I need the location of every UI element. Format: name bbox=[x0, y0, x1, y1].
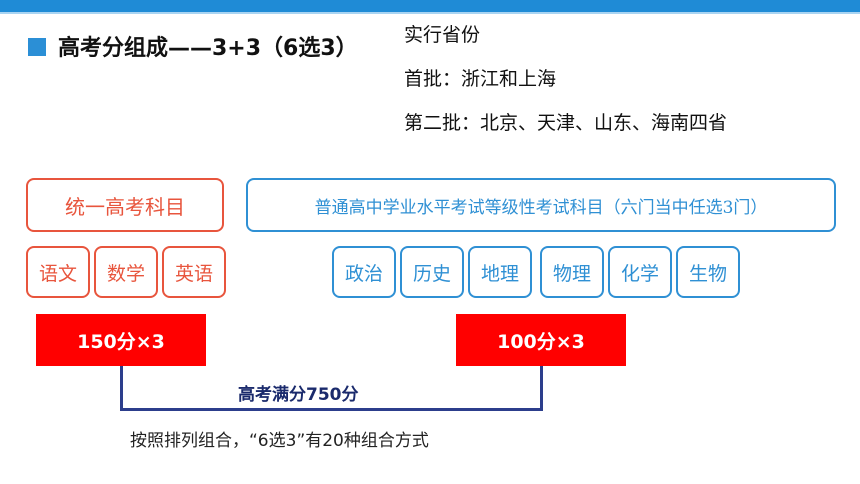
total-score-label: 高考满分750分 bbox=[238, 385, 359, 405]
connector-left bbox=[120, 366, 123, 411]
elective-exam-box: 普通高中学业水平考试等级性考试科目（六门当中任选3门） bbox=[246, 178, 836, 232]
subject-label: 英语 bbox=[174, 262, 213, 285]
elective-exam-label: 普通高中学业水平考试等级性考试科目（六门当中任选3门） bbox=[314, 197, 768, 218]
subject-label: 语文 bbox=[38, 262, 77, 285]
subject-box-history: 历史 bbox=[400, 246, 464, 298]
subject-box-math: 数学 bbox=[94, 246, 158, 298]
connector-bottom bbox=[120, 408, 543, 411]
subject-box-biology: 生物 bbox=[676, 246, 740, 298]
subject-label: 生物 bbox=[688, 262, 727, 285]
subject-box-chinese: 语文 bbox=[26, 246, 90, 298]
subject-box-physics: 物理 bbox=[540, 246, 604, 298]
combination-note: 按照排列组合，“6选3”有20种组合方式 bbox=[130, 431, 429, 451]
info-line-second-batch: 第二批：北京、天津、山东、海南四省 bbox=[404, 112, 728, 134]
subject-box-english: 英语 bbox=[162, 246, 226, 298]
unified-exam-box: 统一高考科目 bbox=[26, 178, 224, 232]
subject-box-geography: 地理 bbox=[468, 246, 532, 298]
elective-score-box: 100分×3 bbox=[456, 314, 626, 366]
top-accent-bar bbox=[0, 0, 860, 12]
subject-label: 历史 bbox=[412, 262, 451, 285]
unified-score-box: 150分×3 bbox=[36, 314, 206, 366]
connector-right bbox=[540, 366, 543, 411]
subject-box-chemistry: 化学 bbox=[608, 246, 672, 298]
unified-exam-label: 统一高考科目 bbox=[65, 194, 185, 219]
title-bullet-icon bbox=[28, 38, 46, 56]
subject-box-politics: 政治 bbox=[332, 246, 396, 298]
page-title: 高考分组成——3+3（6选3） bbox=[58, 36, 358, 61]
subject-label: 数学 bbox=[106, 262, 145, 285]
top-accent-line bbox=[0, 12, 860, 14]
info-line-first-batch: 首批：浙江和上海 bbox=[404, 68, 557, 90]
info-line-provinces: 实行省份 bbox=[404, 24, 481, 46]
subject-label: 物理 bbox=[552, 262, 591, 285]
subject-label: 政治 bbox=[344, 262, 383, 285]
subject-label: 地理 bbox=[480, 262, 519, 285]
subject-label: 化学 bbox=[620, 262, 659, 285]
